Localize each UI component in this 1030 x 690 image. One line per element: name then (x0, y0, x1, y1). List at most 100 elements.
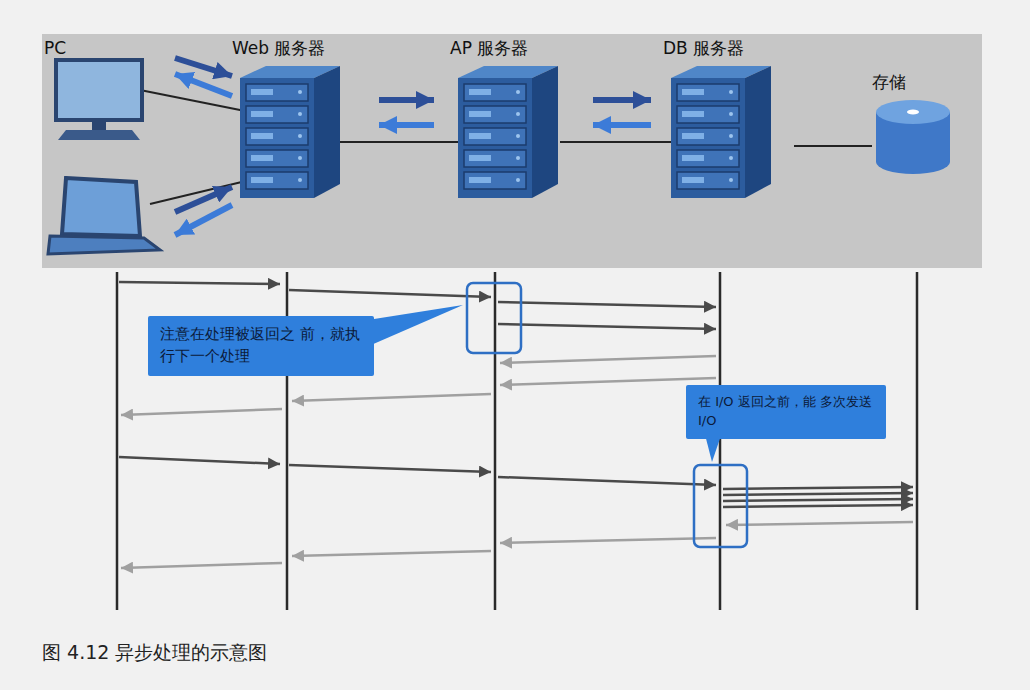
server-icon (450, 64, 560, 203)
request-arrow (379, 97, 434, 103)
pc-icon (44, 36, 169, 262)
request-arrow (498, 324, 716, 329)
request-arrow (175, 205, 232, 235)
request-arrow (593, 122, 651, 128)
io-arrow (723, 505, 913, 507)
server-icon (464, 84, 526, 101)
network-wire (140, 90, 250, 112)
response-arrow (292, 394, 491, 401)
response-arrow (121, 563, 282, 568)
node-label: PC (44, 36, 175, 60)
lifeline (916, 272, 919, 610)
server-icon (469, 155, 491, 161)
server-icon (298, 90, 302, 94)
server-node: AP 服务器 (450, 36, 581, 201)
request-arrow (289, 465, 491, 472)
server-icon (246, 172, 308, 189)
request-arrow (593, 97, 651, 103)
server-icon (240, 78, 314, 198)
server-icon (663, 64, 773, 203)
request-arrow (289, 290, 491, 297)
server-icon (682, 89, 704, 95)
server-icon (464, 128, 526, 145)
server-icon (251, 89, 273, 95)
node-label: 存储 (872, 70, 960, 94)
server-node: Web 服务器 (232, 36, 363, 201)
server-icon (469, 177, 491, 183)
server-icon (677, 150, 739, 167)
server-icon (516, 156, 520, 160)
pc-icon (44, 36, 169, 258)
server-icon (469, 89, 491, 95)
pc-icon (58, 130, 140, 140)
server-icon (677, 84, 739, 101)
server-icon (464, 172, 526, 189)
server-icon (682, 155, 704, 161)
server-icon (745, 66, 771, 198)
request-arrow (379, 122, 434, 128)
server-icon (469, 133, 491, 139)
server-icon (729, 178, 733, 182)
server-icon (298, 178, 302, 182)
server-icon (729, 112, 733, 116)
lifeline (494, 272, 497, 610)
response-arrow (500, 378, 716, 385)
server-icon (232, 64, 342, 199)
server-icon (516, 90, 520, 94)
server-icon (516, 112, 520, 116)
storage-node: 存储 (872, 70, 960, 182)
pc-icon (62, 178, 140, 236)
server-icon (469, 111, 491, 117)
server-icon (677, 172, 739, 189)
highlight-box (694, 465, 747, 547)
storage-icon (872, 98, 954, 184)
node-label: AP 服务器 (450, 36, 581, 60)
callout-text: 注意在处理被返回之 前，就执行下一个处理 (160, 324, 362, 368)
request-arrow (175, 74, 232, 96)
server-icon (246, 106, 308, 123)
server-icon (246, 150, 308, 167)
highlight-box (467, 283, 521, 353)
io-arrow (723, 487, 913, 489)
callout-box: 注意在处理被返回之 前，就执行下一个处理 (148, 316, 374, 376)
io-arrow (723, 499, 913, 501)
server-icon (682, 177, 704, 183)
server-icon (729, 134, 733, 138)
server-icon (663, 64, 773, 199)
server-icon (246, 128, 308, 145)
server-icon (464, 150, 526, 167)
request-arrow (498, 477, 716, 485)
server-icon (677, 106, 739, 123)
server-icon (251, 177, 273, 183)
server-icon (671, 78, 745, 198)
server-icon (251, 111, 273, 117)
figure-caption: 图 4.12 异步处理的示意图 (42, 640, 267, 666)
network-wire (340, 141, 470, 143)
node-label: DB 服务器 (663, 36, 794, 60)
response-arrow (726, 522, 913, 525)
io-arrow (723, 493, 913, 495)
callout-box: 在 I/O 返回之前，能 多次发送 I/O (686, 385, 886, 439)
server-icon (532, 66, 558, 198)
server-icon (314, 66, 340, 198)
pc-icon (92, 120, 106, 130)
server-icon (464, 106, 526, 123)
server-icon (251, 155, 273, 161)
system-panel (42, 34, 982, 268)
server-icon (682, 133, 704, 139)
pc-icon (48, 236, 160, 254)
server-icon (298, 134, 302, 138)
lifeline (116, 272, 119, 610)
server-node: DB 服务器 (663, 36, 794, 201)
server-icon (251, 133, 273, 139)
storage-link (794, 145, 872, 147)
storage-icon (907, 110, 919, 115)
server-icon (298, 156, 302, 160)
server-icon (298, 112, 302, 116)
pc-icon (56, 60, 142, 120)
response-arrow (121, 409, 282, 415)
callout-text: 在 I/O 返回之前，能 多次发送 I/O (698, 393, 874, 431)
storage-icon (876, 100, 950, 124)
